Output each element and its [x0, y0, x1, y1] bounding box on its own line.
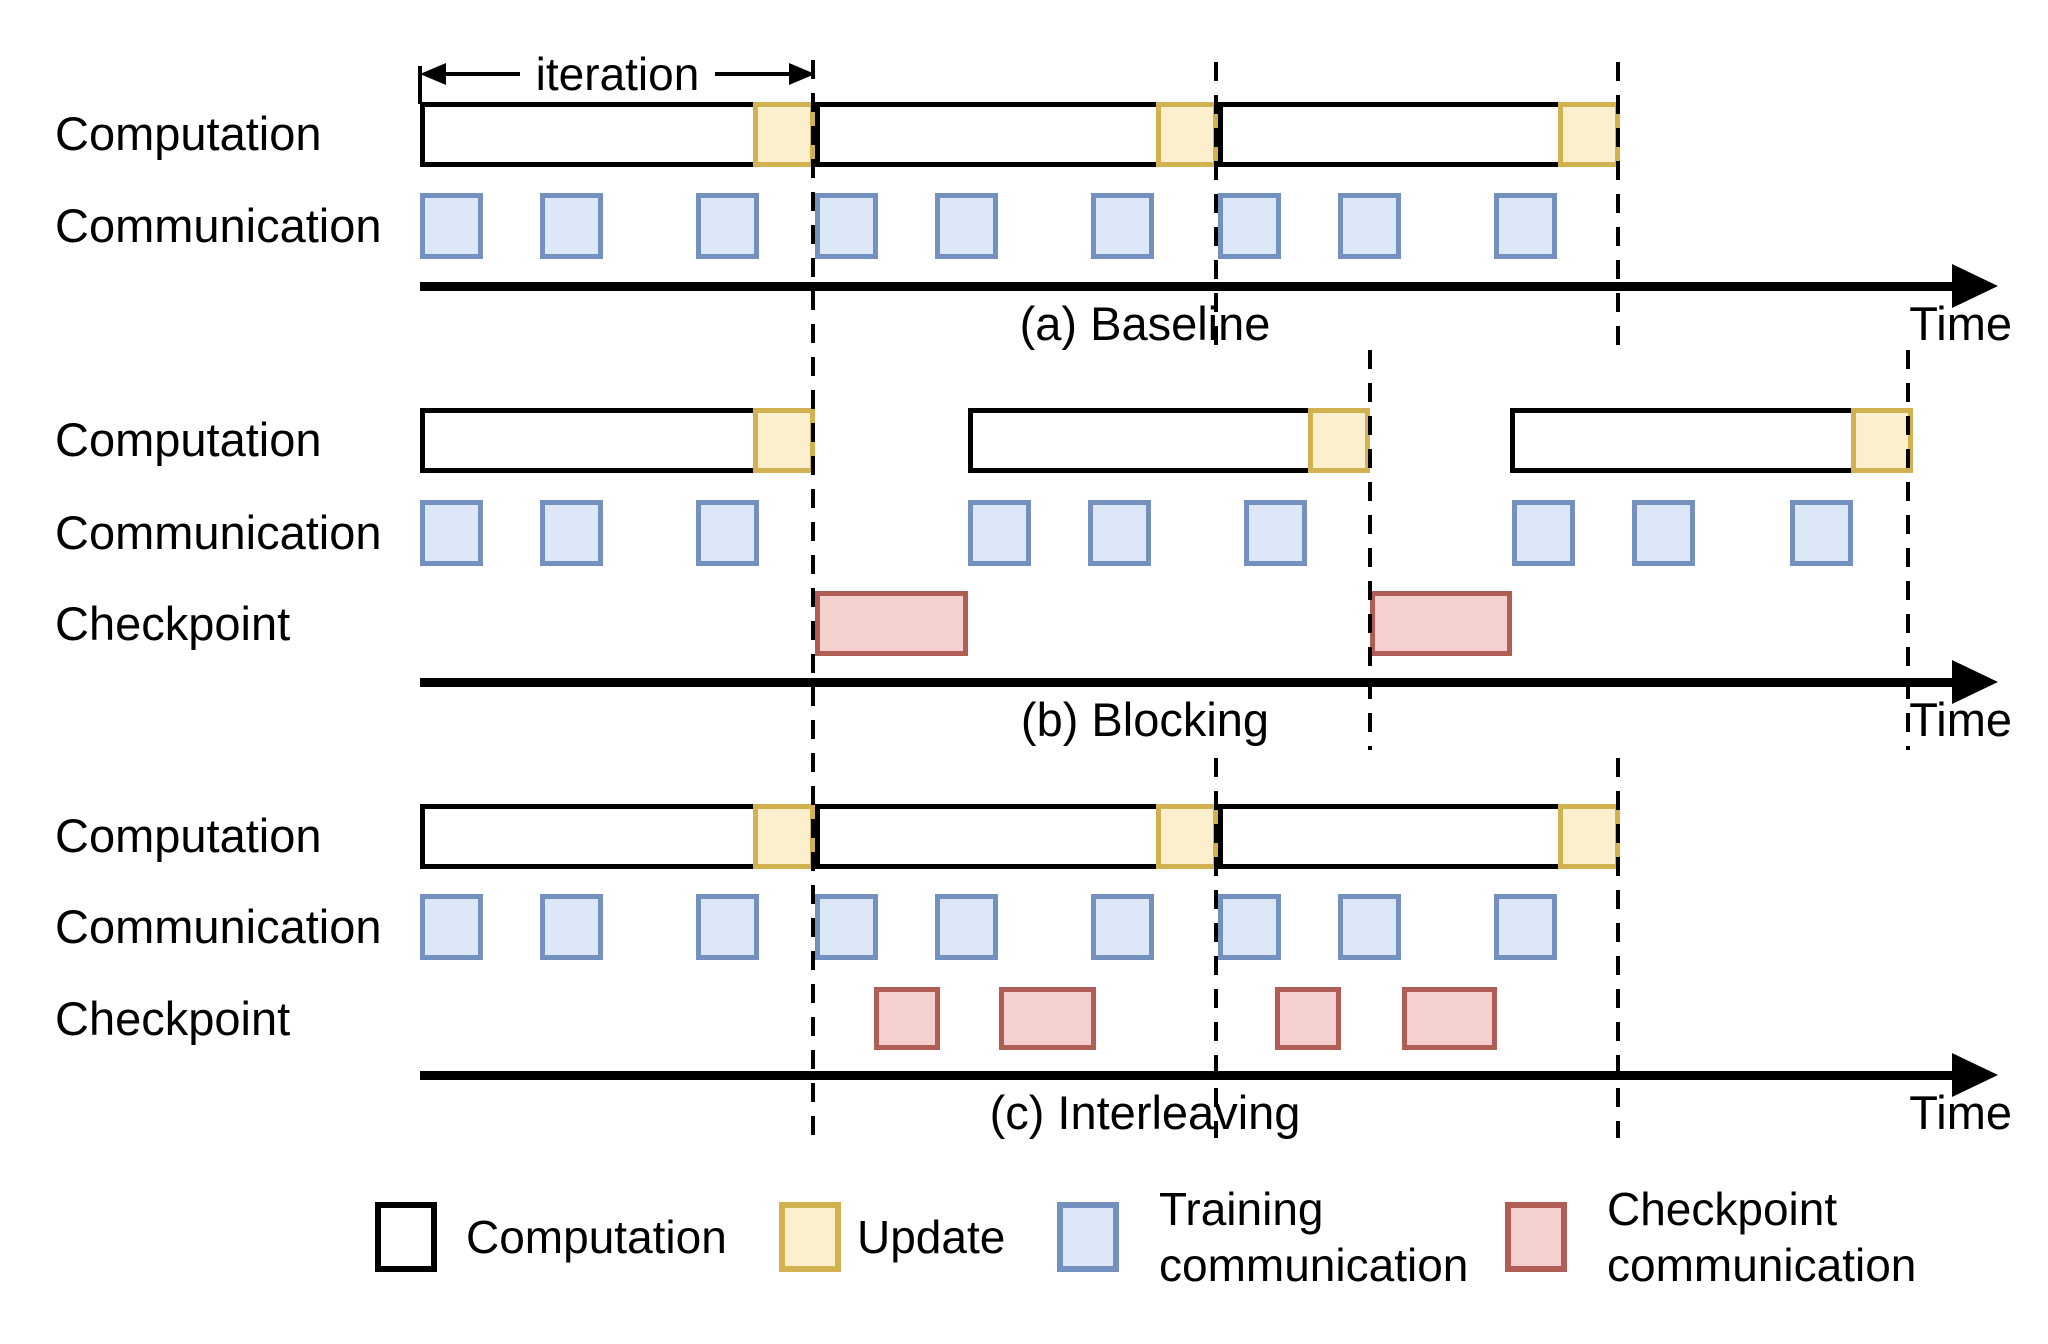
- section-caption-a: (a) Baseline: [1019, 297, 1271, 350]
- computation-bar: [1218, 804, 1620, 869]
- iteration-boundary-dashed-line: [811, 60, 815, 1135]
- legend-swatch-training-communication-icon: [1057, 1202, 1119, 1272]
- iteration-boundary-dashed-line: [1906, 350, 1910, 750]
- training-communication-block: [1088, 500, 1151, 566]
- iteration-boundary-dashed-line: [1616, 758, 1620, 1138]
- update-block: [753, 408, 815, 473]
- row-label-communication-a: Communication: [55, 199, 382, 252]
- iteration-annotation: iteration: [420, 50, 815, 98]
- legend-swatch-checkpoint-communication-icon: [1505, 1202, 1567, 1272]
- training-communication-block: [420, 500, 483, 566]
- training-communication-block: [1790, 500, 1853, 566]
- training-communication-block: [1244, 500, 1307, 566]
- section-caption-b: (b) Blocking: [1020, 693, 1270, 746]
- training-communication-block: [1494, 894, 1557, 960]
- training-communication-block: [1218, 193, 1281, 259]
- iteration-boundary-dashed-line: [1616, 62, 1620, 348]
- training-communication-block: [815, 193, 878, 259]
- computation-bar: [420, 804, 815, 869]
- training-communication-block: [1632, 500, 1695, 566]
- time-axis-arrowhead-icon: [1952, 660, 1998, 704]
- update-block: [753, 804, 815, 869]
- time-axis: [420, 678, 1958, 687]
- computation-bar: [815, 804, 1218, 869]
- iteration-arrow-line: [715, 72, 789, 76]
- training-communication-block: [935, 193, 998, 259]
- legend-swatch-update-icon: [779, 1202, 841, 1272]
- arrow-left-icon: [420, 63, 446, 85]
- update-block: [753, 102, 815, 167]
- row-label-computation-c: Computation: [55, 809, 322, 862]
- update-block: [1558, 102, 1620, 167]
- row-label-communication-c: Communication: [55, 900, 382, 953]
- checkpoint-communication-block: [815, 591, 968, 656]
- iteration-start-tick: [418, 66, 422, 104]
- time-axis-arrowhead-icon: [1952, 1053, 1998, 1097]
- computation-bar: [1218, 102, 1620, 167]
- iteration-boundary-dashed-line: [1368, 350, 1372, 750]
- iteration-label: iteration: [535, 48, 700, 100]
- checkpoint-communication-block: [1402, 987, 1497, 1050]
- legend-label-computation: Computation: [466, 1211, 727, 1263]
- iteration-boundary-dashed-line: [1214, 758, 1218, 1138]
- training-communication-block: [815, 894, 878, 960]
- section-caption-c: (c) Interleaving: [989, 1086, 1301, 1139]
- time-axis-arrowhead-icon: [1952, 264, 1998, 308]
- computation-bar: [968, 408, 1370, 473]
- training-communication-block: [1338, 894, 1401, 960]
- training-communication-block: [1494, 193, 1557, 259]
- row-label-checkpoint-c: Checkpoint: [55, 992, 291, 1045]
- legend-label-training-communication: Training communication: [1159, 1183, 1469, 1291]
- checkpoint-communication-block: [874, 987, 940, 1050]
- computation-bar: [420, 102, 815, 167]
- training-communication-block: [696, 193, 759, 259]
- training-communication-block: [1338, 193, 1401, 259]
- training-communication-block: [420, 894, 483, 960]
- time-axis: [420, 282, 1958, 291]
- row-label-checkpoint-b: Checkpoint: [55, 597, 291, 650]
- training-communication-block: [1091, 894, 1154, 960]
- computation-bar: [1510, 408, 1913, 473]
- legend-label-update: Update: [857, 1211, 1006, 1263]
- iteration-boundary-dashed-line: [1214, 62, 1218, 348]
- iteration-arrow-line: [446, 72, 520, 76]
- checkpoint-communication-block: [1370, 591, 1512, 656]
- training-communication-block: [540, 894, 603, 960]
- checkpoint-communication-block: [1275, 987, 1341, 1050]
- training-communication-block: [1218, 894, 1281, 960]
- training-communication-block: [696, 894, 759, 960]
- computation-bar: [420, 408, 815, 473]
- update-block: [1558, 804, 1620, 869]
- row-label-communication-b: Communication: [55, 506, 382, 559]
- update-block: [1156, 804, 1218, 869]
- row-label-computation-b: Computation: [55, 413, 322, 466]
- update-block: [1156, 102, 1218, 167]
- checkpoint-communication-block: [999, 987, 1096, 1050]
- training-communication-block: [540, 500, 603, 566]
- time-axis: [420, 1071, 1958, 1080]
- training-communication-block: [1512, 500, 1575, 566]
- update-block: [1851, 408, 1913, 473]
- arrow-right-icon: [789, 63, 815, 85]
- training-communication-block: [935, 894, 998, 960]
- legend-swatch-computation-icon: [375, 1202, 437, 1272]
- legend-label-checkpoint-communication: Checkpoint communication: [1607, 1183, 1917, 1291]
- training-communication-block: [968, 500, 1031, 566]
- update-block: [1308, 408, 1370, 473]
- training-communication-block: [1091, 193, 1154, 259]
- training-communication-block: [420, 193, 483, 259]
- training-communication-block: [540, 193, 603, 259]
- training-communication-block: [696, 500, 759, 566]
- row-label-computation-a: Computation: [55, 107, 322, 160]
